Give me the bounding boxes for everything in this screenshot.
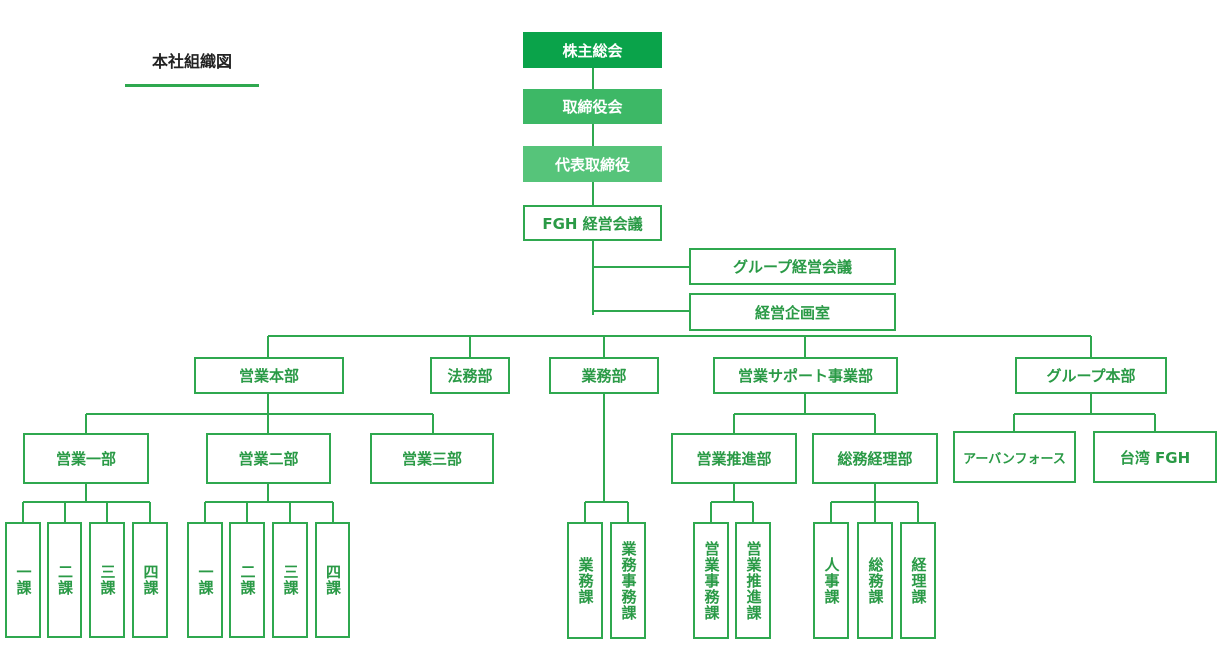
urban-force-box: アーバンフォース (953, 431, 1076, 483)
operations-section-box: 業務課 (567, 522, 603, 639)
sales1-section-3-box: 三課 (89, 522, 125, 638)
sales2-section-3-box: 三課 (272, 522, 308, 638)
sales2-section-2-box: 二課 (229, 522, 265, 638)
sales-support-division-box: 営業サポート事業部 (713, 357, 898, 394)
operations-department-box: 業務部 (549, 357, 659, 394)
sales2-section-4-box: 四課 (315, 522, 350, 638)
taiwan-fgh-box: 台湾 FGH (1093, 431, 1217, 483)
sales-dept-1-box: 営業一部 (23, 433, 149, 484)
board-of-directors-box: 取締役会 (523, 89, 662, 124)
sales2-section-1-box: 一課 (187, 522, 223, 638)
group-management-meeting-box: グループ経営会議 (689, 248, 896, 285)
legal-department-box: 法務部 (430, 357, 510, 394)
sales-headquarters-box: 営業本部 (194, 357, 344, 394)
shareholders-meeting-box: 株主総会 (523, 32, 662, 68)
sales-dept-2-box: 営業二部 (206, 433, 331, 484)
sales-promotion-section-box: 営業推進課 (735, 522, 771, 639)
group-headquarters-box: グループ本部 (1015, 357, 1167, 394)
sales1-section-2-box: 二課 (47, 522, 82, 638)
sales1-section-4-box: 四課 (132, 522, 168, 638)
general-affairs-section-box: 総務課 (857, 522, 893, 639)
representative-director-box: 代表取締役 (523, 146, 662, 182)
title-underline (125, 84, 259, 87)
management-planning-office-box: 経営企画室 (689, 293, 896, 331)
sales-admin-section-box: 営業事務課 (693, 522, 729, 639)
general-affairs-accounting-dept-box: 総務経理部 (812, 433, 938, 484)
sales1-section-1-box: 一課 (5, 522, 41, 638)
sales-promotion-dept-box: 営業推進部 (671, 433, 797, 484)
operations-admin-section-box: 業務事務課 (610, 522, 646, 639)
sales-dept-3-box: 営業三部 (370, 433, 494, 484)
accounting-section-box: 経理課 (900, 522, 936, 639)
hr-section-box: 人事課 (813, 522, 849, 639)
fgh-management-meeting-box: FGH 経営会議 (523, 205, 662, 241)
page-title: 本社組織図 (151, 52, 232, 71)
